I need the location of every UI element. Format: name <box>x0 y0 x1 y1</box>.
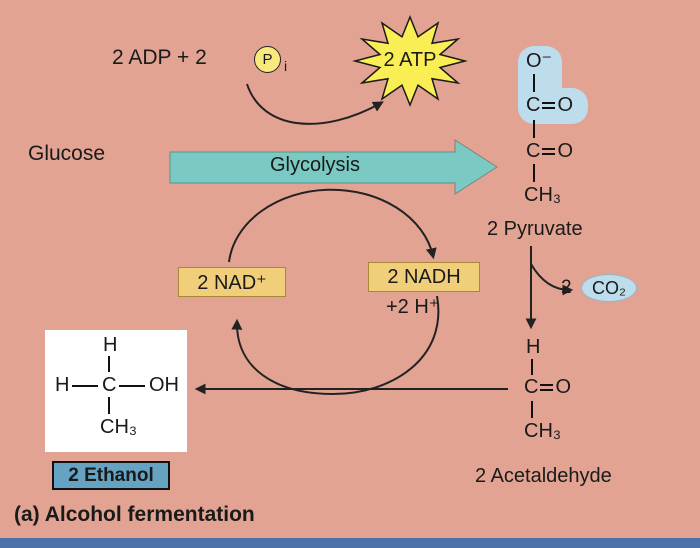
nad-to-nadh-arc-arrow <box>228 188 437 263</box>
acetaldehyde-methyl-group: CH₃ <box>524 420 562 442</box>
ethanol-label: 2 Ethanol <box>68 464 154 486</box>
bond <box>108 356 110 372</box>
atp-label: 2 ATP <box>383 49 437 71</box>
oxygen-atom: O <box>557 140 574 162</box>
phosphate-subscript: i <box>284 58 288 74</box>
carboxyl-highlight-horizontal <box>518 88 588 124</box>
pyruvate-keto-group: C O <box>526 140 573 162</box>
figure-caption: (a) Alcohol fermentation <box>14 503 255 526</box>
nadh-label: 2 NADH <box>387 265 461 288</box>
double-bond <box>542 147 556 155</box>
nad-box: 2 NAD⁺ <box>178 267 286 297</box>
pyruvate-label: 2 Pyruvate <box>487 218 583 240</box>
double-bond <box>540 383 554 391</box>
phosphate-symbol: P <box>262 51 273 68</box>
ethanol-structure: H H C OH CH₃ <box>45 330 187 452</box>
nadh-box: 2 NADH <box>368 262 480 292</box>
hydrogen-atom: H <box>103 334 118 356</box>
co2-coefficient: 2 <box>561 277 572 298</box>
bond <box>533 120 535 138</box>
co2-formula: CO₂ <box>592 277 626 298</box>
hydroxyl-group: OH <box>149 374 179 396</box>
nad-label: 2 NAD⁺ <box>197 271 267 294</box>
carbon-atom: C <box>526 94 541 116</box>
co2-release-arrow <box>530 263 574 296</box>
double-bond <box>542 101 556 109</box>
glycolysis-label: Glycolysis <box>269 154 360 176</box>
ethanol-methyl-group: CH₃ <box>100 416 138 438</box>
glucose-label: Glucose <box>28 142 106 165</box>
ethanol-label-box: 2 Ethanol <box>52 461 170 490</box>
pyruvate-carboxyl-group: C O <box>526 94 573 116</box>
carbon-atom: C <box>524 376 539 398</box>
hydrogen-atom: H <box>55 374 70 396</box>
bond <box>72 385 98 387</box>
bond <box>533 74 535 92</box>
acetaldehyde-carbonyl-group: C O <box>524 376 571 398</box>
glycolysis-arrow <box>169 139 498 195</box>
adp-to-atp-arrow <box>246 83 384 125</box>
oxygen-atom: O <box>557 94 574 116</box>
carbon-atom: C <box>526 140 541 162</box>
nadh-to-nad-arc-arrow <box>231 295 440 396</box>
pyruvate-o-minus-atom: O⁻ <box>526 50 553 72</box>
carbon-atom: C <box>102 374 117 396</box>
co2-oval: CO₂ <box>581 274 637 302</box>
oxygen-atom: O <box>555 376 572 398</box>
acetaldehyde-structure: H C O CH₃ <box>512 336 612 448</box>
hydrogen-atom: H <box>526 336 541 358</box>
bond <box>119 385 145 387</box>
acetaldehyde-label: 2 Acetaldehyde <box>475 465 612 487</box>
phosphate-icon: P <box>254 46 281 73</box>
adp-label: 2 ADP + 2 <box>112 46 207 69</box>
bottom-bar <box>0 538 700 548</box>
h-plus-label: +2 H⁺ <box>386 296 440 318</box>
bond <box>533 164 535 182</box>
pyruvate-methyl-group: CH₃ <box>524 184 562 206</box>
bond <box>531 359 533 375</box>
bond <box>531 401 533 418</box>
atp-starburst <box>352 14 468 108</box>
pyruvate-structure: O⁻ C O C O CH₃ <box>510 46 610 220</box>
bond <box>108 397 110 414</box>
